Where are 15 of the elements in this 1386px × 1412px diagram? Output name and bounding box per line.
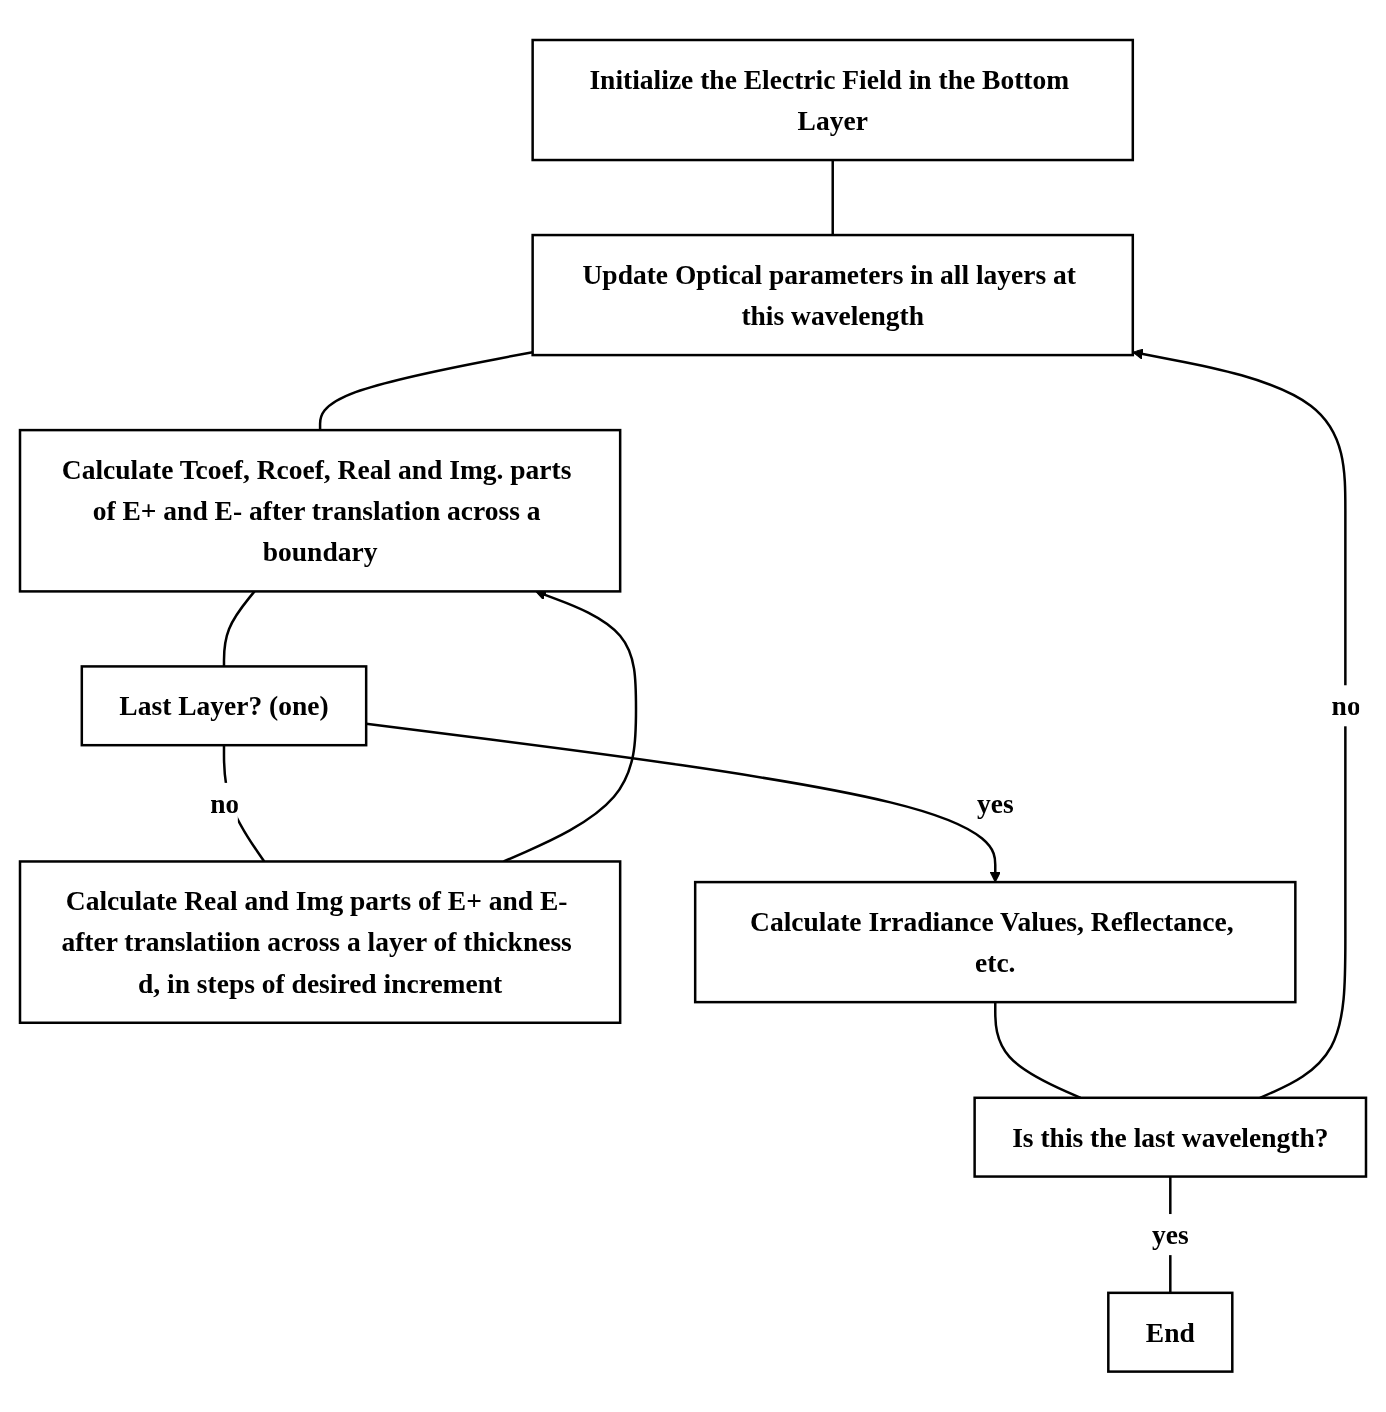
edge-label: yes	[1151, 1219, 1189, 1251]
edge-label: yes	[976, 787, 1014, 820]
node-box: Calculate Irradiance Values, Reflectance, etc.	[693, 881, 1297, 1004]
node-box: Is this the last wavelength?	[973, 1096, 1368, 1178]
node-box: Initialize the Electric Field in the Bottom Layer	[531, 38, 1135, 162]
edge-label: no	[1331, 690, 1361, 722]
connector	[318, 351, 533, 431]
edge-label: no	[210, 787, 239, 820]
connector	[831, 160, 834, 236]
arrow	[366, 722, 1001, 883]
node-box: Calculate Tcoef, Rcoef, Real and Img. parts of E+ and E- after translation across a boundary	[18, 429, 622, 593]
node-box: Update Optical parameters in all layers at this wavelength	[531, 234, 1135, 357]
node-box: Last Layer? (one)	[80, 665, 368, 747]
node-box: End	[1107, 1291, 1234, 1374]
node-box: Calculate Real and Img parts of E+ and E- after translatiion across a layer of thickness d, in steps of desired increment	[18, 860, 622, 1025]
